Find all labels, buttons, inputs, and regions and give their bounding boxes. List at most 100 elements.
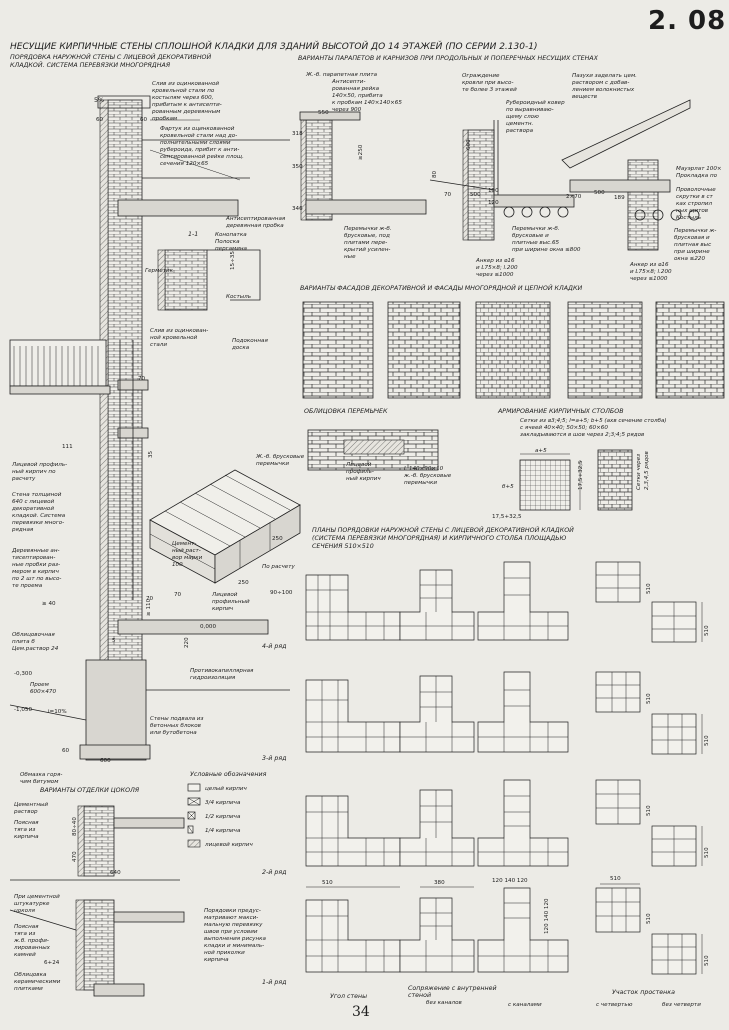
svg-text:Облицовочная: Облицовочная [12, 632, 55, 638]
svg-text:сечения 120×65: сечения 120×65 [160, 161, 209, 167]
facade-3 [475, 301, 551, 399]
section-label: 1-1 [188, 231, 198, 238]
svg-text:перемычки: перемычки [404, 480, 437, 486]
pillar-note-2: с ячеей 40×40; 50×50; 60×60 [520, 425, 608, 431]
svg-text:Перемычки ж-: Перемычки ж- [674, 228, 716, 234]
svg-text:L 140×90×10: L 140×90×10 [404, 466, 444, 472]
plan-row-1 [305, 887, 697, 975]
plan-row-3 [305, 671, 697, 755]
plan-row-2 [305, 779, 697, 867]
svg-text:Стены подвала из: Стены подвала из [150, 716, 204, 722]
svg-text:80: 80 [432, 170, 438, 178]
svg-text:профильный: профильный [212, 599, 250, 605]
svg-text:тяга из: тяга из [14, 827, 35, 833]
svg-text:выполнения рисунка: выполнения рисунка [204, 936, 267, 942]
plans-heading-3: СЕЧЕНИЯ 510×510 [312, 543, 374, 550]
svg-text:те более 3 этажей: те более 3 этажей [462, 87, 517, 93]
dim-510j: 510 [646, 913, 652, 924]
svg-text:Проем: Проем [30, 682, 50, 688]
svg-text:Поясная: Поясная [14, 820, 39, 826]
svg-text:пергамина: пергамина [215, 246, 248, 252]
svg-text:пробкам: пробкам [152, 116, 178, 122]
facade-2 [387, 301, 461, 399]
svg-text:ный кирпич: ный кирпич [346, 476, 381, 482]
svg-text:5%: 5% [94, 97, 104, 104]
svg-text:вор марки: вор марки [172, 555, 203, 561]
masonry-plans [305, 561, 697, 975]
facades-heading: ВАРИАНТЫ ФАСАДОВ ДЕКОРАТИВНОЙ И ФАСАДЫ М… [300, 283, 582, 292]
svg-text:350: 350 [292, 164, 303, 170]
legend-item-quarter: 1/4 кирпича [205, 828, 241, 834]
svg-text:ж.-б. брусковые: ж.-б. брусковые [403, 473, 452, 479]
svg-text:Фартук из оцинкованной: Фартук из оцинкованной [160, 126, 235, 132]
svg-text:мальную перевязку: мальную перевязку [204, 922, 263, 928]
svg-text:Лицевой профиль-: Лицевой профиль- [11, 462, 67, 468]
mesh-dim-a: a+5 [535, 448, 547, 454]
svg-text:Ж.-б. парапетная плита: Ж.-б. парапетная плита [305, 72, 378, 78]
dim-510g: 510 [610, 876, 621, 882]
svg-text:-1,050: -1,050 [14, 707, 32, 713]
svg-text:окна ≤220: окна ≤220 [674, 256, 705, 262]
legend-item-full: целый кирпич [205, 786, 248, 792]
svg-text:Антисептированная: Антисептированная [225, 216, 286, 222]
svg-text:600: 600 [100, 758, 111, 764]
svg-text:через ≤1000: через ≤1000 [630, 276, 668, 282]
callouts-parapets: Ж.-б. парапетная плита Антисепти- рованн… [305, 72, 722, 490]
svg-text:плитные выс.65: плитные выс.65 [512, 240, 560, 246]
svg-text:тисептирован-: тисептирован- [12, 555, 55, 561]
svg-text:Рубероидный ковер: Рубероидный ковер [506, 100, 565, 106]
svg-text:кровельной стали над до-: кровельной стали над до- [160, 133, 237, 139]
dim-510d: 510 [704, 735, 710, 746]
svg-text:ные: ные [344, 254, 356, 260]
svg-text:Порядовки предус-: Порядовки предус- [204, 908, 261, 914]
row-label-1: 1-й ряд [262, 979, 287, 986]
svg-text:бетонных блоков: бетонных блоков [150, 723, 201, 729]
svg-text:цементн.: цементн. [506, 121, 533, 127]
svg-text:640 с лицевой: 640 с лицевой [12, 499, 54, 505]
svg-text:Мауэрлат 100×: Мауэрлат 100× [676, 166, 722, 172]
plans-heading-2: (СИСТЕМА ПЕРЕВЯЗКИ МНОГОРЯДНАЯ) И КИРПИЧ… [312, 535, 567, 542]
svg-text:камней: камней [14, 952, 36, 958]
row-label-4: 4-й ряд [262, 643, 287, 650]
svg-text:140×50, прибита: 140×50, прибита [332, 93, 383, 99]
facade-4 [567, 301, 643, 399]
svg-text:керамическими: керамическими [14, 979, 61, 985]
svg-text:Обмазка горя-: Обмазка горя- [20, 772, 62, 778]
svg-text:500: 500 [470, 192, 481, 198]
legend-item-face: лицевой кирпич [204, 842, 253, 848]
svg-text:профиль-: профиль- [346, 469, 374, 475]
basement-wall [85, 659, 147, 761]
svg-text:Цем.раствор 24: Цем.раствор 24 [12, 646, 59, 652]
dim-380: 380 [434, 880, 445, 886]
svg-text:перевязки много-: перевязки много- [12, 520, 64, 526]
floor-slab-ground [117, 619, 269, 635]
svg-text:Проволочные: Проволочные [676, 187, 716, 193]
svg-text:2×70: 2×70 [566, 194, 582, 200]
svg-text:кладкой. Система: кладкой. Система [12, 513, 66, 519]
legend-title: Условные обозначения [190, 770, 267, 778]
svg-text:стали: стали [150, 342, 167, 348]
svg-text:Поясная: Поясная [14, 924, 39, 930]
svg-text:Перемычки ж-б.: Перемычки ж-б. [512, 226, 560, 232]
svg-text:через 900: через 900 [332, 107, 362, 113]
svg-text:Деревянные ан-: Деревянные ан- [11, 548, 60, 554]
lintel-heading: ОБЛИЦОВКА ПЕРЕМЫЧЕК [304, 408, 388, 415]
svg-text:плитками: плитками [14, 986, 43, 992]
svg-text:ный раст-: ный раст- [172, 548, 201, 554]
svg-text:100: 100 [172, 562, 183, 568]
svg-text:70: 70 [444, 192, 452, 198]
svg-text:плитами пере-: плитами пере- [344, 240, 387, 246]
plinth-heading: ВАРИАНТЫ ОТДЕЛКИ ЦОКОЛЯ [40, 787, 140, 794]
svg-text:80÷40: 80÷40 [72, 817, 78, 836]
svg-text:Цемент-: Цемент- [172, 541, 196, 547]
svg-text:крытий усилен-: крытий усилен- [344, 247, 390, 253]
svg-text:раствором с добав-: раствором с добав- [571, 80, 629, 86]
svg-text:через ≤1000: через ≤1000 [476, 272, 514, 278]
svg-text:190: 190 [488, 188, 499, 194]
svg-text:Костыль: Костыль [676, 215, 701, 221]
brick-lintel-isometric [149, 469, 301, 584]
svg-text:0,000: 0,000 [200, 624, 216, 630]
svg-text:раствор: раствор [13, 809, 38, 815]
svg-text:кровельной стали по: кровельной стали по [152, 88, 215, 94]
svg-text:35: 35 [148, 450, 154, 458]
